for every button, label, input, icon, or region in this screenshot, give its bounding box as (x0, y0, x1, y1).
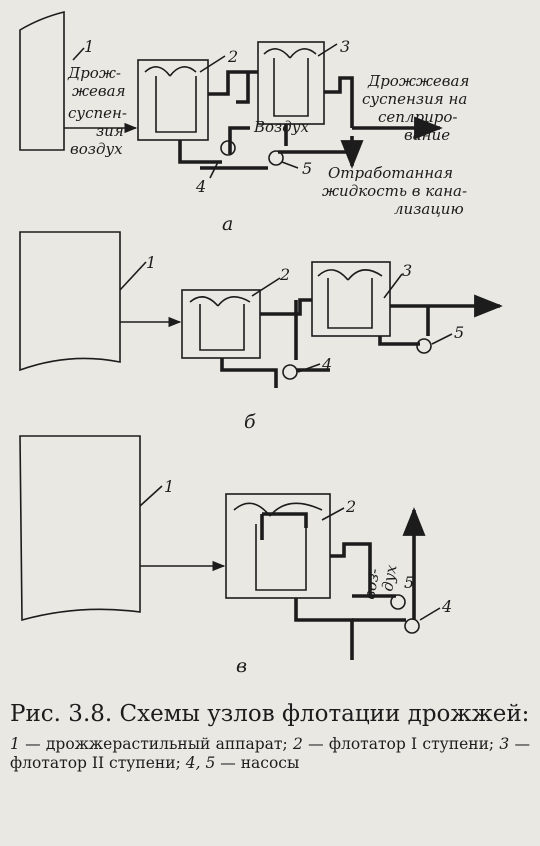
scheme-c: 1 2 4 5 воз- дух в (19, 435, 452, 677)
scheme-a-text-waste-3: лизацию (394, 200, 464, 218)
scheme-a-label-4: 4 (195, 177, 206, 196)
scheme-b-pump-4 (282, 364, 298, 380)
scheme-b-label-2: 2 (279, 265, 290, 284)
scheme-a-text-out-1: Дрожжевая (367, 72, 469, 90)
scheme-a-sublabel: а (222, 213, 233, 235)
legend-text-2: флотатор I ступени; (328, 735, 495, 753)
scheme-b-label-4: 4 (321, 355, 332, 374)
scheme-a-text-air-in: воздух (70, 140, 123, 158)
scheme-b-label-1: 1 (146, 253, 156, 272)
caption-legend: 1 — дрожжерастильный аппарат; 2 — флотат… (10, 735, 531, 772)
scheme-b-tank-1 (19, 231, 121, 372)
scheme-a-text-out-3: сеплриро- (378, 108, 457, 126)
scheme-a-text-out-4: вание (404, 126, 450, 144)
scheme-c-sublabel: в (236, 655, 247, 677)
scheme-a-flotator-3 (257, 41, 325, 125)
legend-num-1: 1 (10, 735, 20, 753)
scheme-b: 1 2 3 4 5 б (19, 231, 503, 433)
legend-text-1: дрожжерастильный аппарат; (45, 735, 288, 753)
scheme-a-text-waste-1: Отработанная (328, 164, 453, 182)
scheme-c-label-1: 1 (164, 477, 174, 496)
scheme-a-tank-1 (19, 10, 65, 151)
scheme-a-label-3: 3 (340, 37, 350, 56)
caption-text: Схемы узлов флотации дрожжей: (119, 701, 530, 727)
legend-num-4: 4, 5 (185, 754, 216, 772)
scheme-b-label-5: 5 (454, 323, 464, 342)
scheme-a-flotator-2 (137, 59, 209, 141)
caption-title: Рис. 3.8. Схемы узлов флотации дрожжей: (10, 700, 530, 729)
scheme-a-text-air: Воздух (253, 118, 309, 136)
scheme-c-label-2: 2 (345, 497, 356, 516)
scheme-c-pump-5 (390, 594, 406, 610)
legend-num-2: 2 (292, 735, 303, 753)
scheme-a-text-susp-1: суспен- (68, 104, 127, 122)
scheme-c-label-5: 5 (404, 573, 414, 592)
legend-text-4: насосы (240, 754, 300, 772)
scheme-a: 1 2 3 4 5 Дрож- жевая суспен- зия воздух… (19, 10, 469, 235)
scheme-a-text-susp-2: зия (96, 122, 124, 140)
scheme-c-pump-4 (404, 618, 420, 634)
scheme-c-text-air-2: дух (378, 563, 400, 593)
scheme-a-label-2: 2 (227, 47, 238, 66)
scheme-c-flotator-2 (225, 493, 331, 599)
figure-caption: Рис. 3.8. Схемы узлов флотации дрожжей: … (10, 700, 530, 773)
scheme-c-text-air-1: воз- (360, 567, 383, 601)
legend-num-3: 3 (499, 735, 510, 753)
caption-number: Рис. 3.8. (10, 701, 113, 727)
scheme-a-text-yeast-2: жевая (72, 82, 126, 100)
scheme-a-text-yeast-1: Дрож- (67, 64, 121, 82)
scheme-b-label-3: 3 (402, 261, 412, 280)
scheme-a-pump-5 (268, 150, 284, 166)
scheme-a-label-5: 5 (302, 159, 312, 178)
scheme-c-tank-1 (19, 435, 141, 622)
scheme-a-pump-4 (220, 140, 236, 156)
scheme-b-sublabel: б (244, 411, 256, 433)
scheme-b-pump-5 (416, 338, 432, 354)
legend-text-3: флотатор II ступени; (10, 754, 181, 772)
scheme-a-pipe-main (208, 70, 258, 96)
scheme-a-label-1: 1 (84, 37, 94, 56)
scheme-a-text-waste-2: жидкость в кана- (322, 182, 467, 200)
scheme-a-text-out-2: суспензия на (362, 90, 467, 108)
scheme-c-label-4: 4 (441, 597, 452, 616)
